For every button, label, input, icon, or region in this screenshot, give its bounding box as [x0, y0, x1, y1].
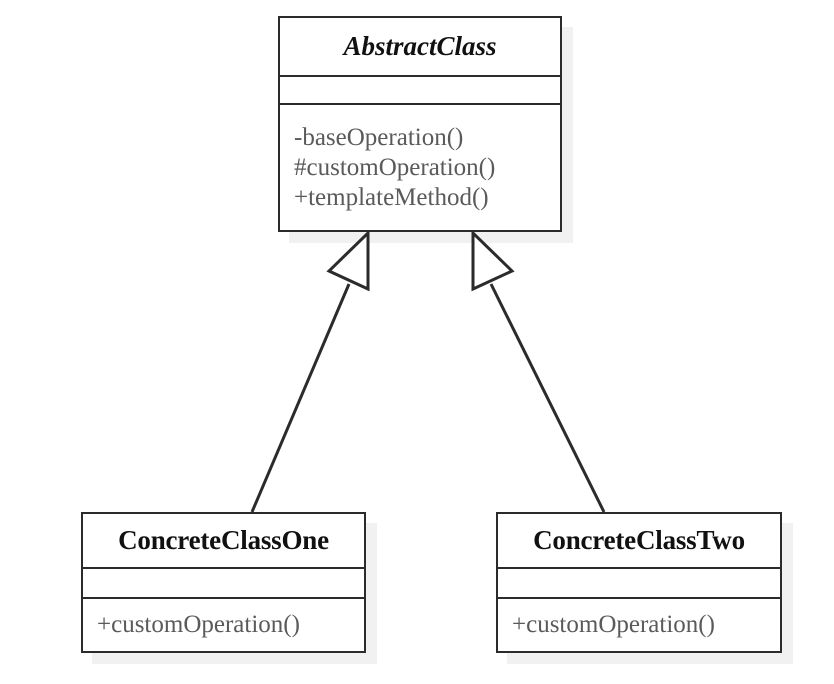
class-box-concrete-class-one[interactable]: ConcreteClassOne +customOperation()	[81, 512, 366, 653]
class-box-concrete-class-two[interactable]: ConcreteClassTwo +customOperation()	[496, 512, 782, 653]
operation-item: +templateMethod()	[294, 183, 489, 211]
inheritance-arrowhead-one	[326, 229, 370, 292]
class-attributes-concrete-class-one	[83, 569, 364, 599]
operation-item: +customOperation()	[97, 611, 300, 638]
operation-item: +customOperation()	[512, 611, 715, 638]
class-attributes-abstract-class	[280, 77, 560, 105]
operation-item: #customOperation()	[294, 153, 496, 181]
class-name-concrete-class-two: ConcreteClassTwo	[498, 514, 780, 569]
class-box-abstract-class[interactable]: AbstractClass -baseOperation() #customOp…	[278, 16, 562, 232]
class-operations-concrete-class-one: +customOperation()	[83, 599, 364, 651]
class-operations-concrete-class-two: +customOperation()	[498, 599, 780, 651]
generalization-line-two	[489, 283, 606, 513]
class-operations-abstract-class: -baseOperation() #customOperation() +tem…	[280, 105, 560, 230]
class-name-concrete-class-one: ConcreteClassOne	[83, 514, 364, 569]
class-attributes-concrete-class-two	[498, 569, 780, 599]
operation-item: -baseOperation()	[294, 123, 464, 151]
class-name-abstract-class: AbstractClass	[280, 18, 560, 77]
inheritance-arrowhead-two	[471, 229, 515, 292]
generalization-line-one	[250, 283, 351, 513]
